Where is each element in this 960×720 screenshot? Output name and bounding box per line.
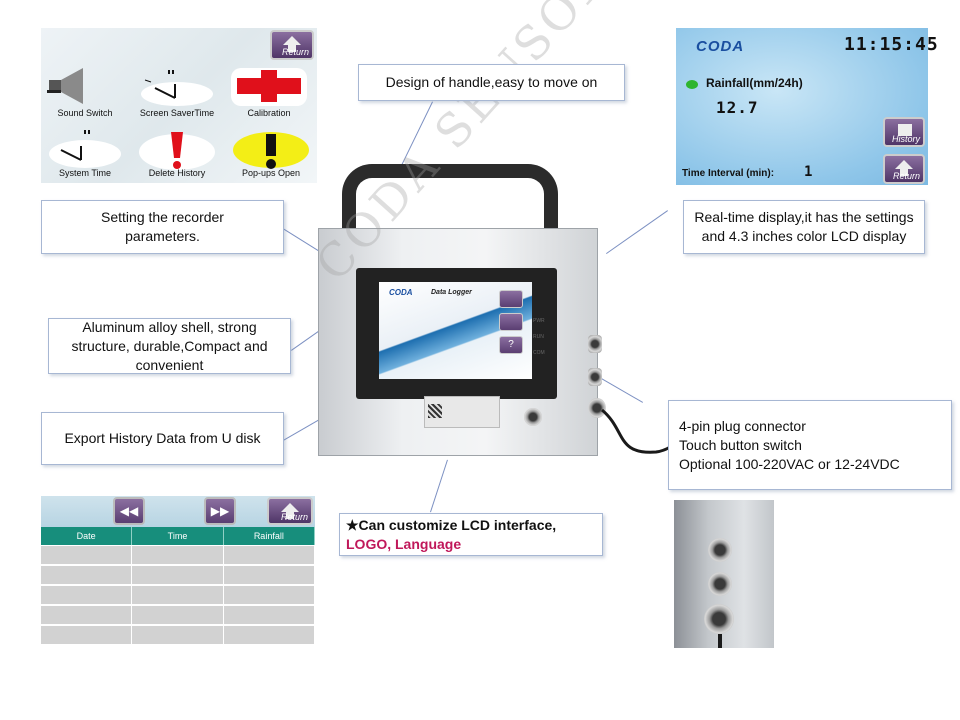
- lcd-home-button[interactable]: [499, 290, 523, 308]
- column-header-time: Time: [132, 527, 224, 545]
- lcd-title: Data Logger: [431, 289, 472, 296]
- history-table-screen: ◀◀ ▶▶ Return Date Time Rainfall: [41, 496, 315, 648]
- realtime-screen: CODA 11:15:45 Rainfall(mm/24h) 12.7 Hist…: [676, 28, 938, 185]
- device-handle: [342, 164, 558, 234]
- return-button[interactable]: Return: [883, 154, 925, 184]
- qr-code-icon: [428, 404, 442, 418]
- document-icon: [898, 124, 912, 136]
- up-arrow-icon: [281, 503, 299, 512]
- calibration-tile[interactable]: Calibration: [227, 66, 311, 118]
- clock-time: 11:15:45: [844, 34, 939, 55]
- interval-label: Time Interval (min):: [682, 168, 775, 179]
- touch-button-switch[interactable]: [524, 408, 542, 426]
- sound-switch-tile[interactable]: Sound Switch: [43, 66, 127, 118]
- indicator-pwr: PWR: [533, 318, 545, 324]
- connector-photo: [674, 500, 774, 648]
- exclamation-icon: [139, 132, 215, 170]
- exclamation-yellow-icon: [233, 132, 309, 169]
- leader-line-customize: [430, 459, 448, 513]
- lcd-help-button[interactable]: ?: [499, 336, 523, 354]
- callout-customize: ★Can customize LCD interface, LOGO, Lang…: [339, 513, 603, 556]
- system-time-tile[interactable]: System Time: [43, 126, 127, 178]
- side-connector-mid: [588, 368, 602, 386]
- clock-hands-icon: [49, 130, 121, 168]
- callout-settings: Setting the recorder parameters.: [41, 200, 284, 254]
- indicator-com: COM: [533, 350, 545, 356]
- table-row: [41, 606, 315, 625]
- info-plate: [424, 396, 500, 428]
- screen-saver-tile[interactable]: Screen SaverTime: [135, 66, 219, 118]
- leader-line-realtime: [605, 210, 668, 255]
- callout-connector: 4-pin plug connector Touch button switch…: [668, 400, 952, 490]
- interval-value: 1: [804, 164, 814, 180]
- side-connector-bottom: [588, 398, 606, 418]
- brand-logo: CODA: [696, 38, 745, 55]
- column-header-date: Date: [41, 527, 133, 545]
- rewind-icon: ◀◀: [119, 504, 139, 518]
- connector-middle: [708, 572, 732, 596]
- next-page-button[interactable]: ▶▶: [204, 497, 236, 525]
- fast-forward-icon: ▶▶: [210, 504, 230, 518]
- delete-history-tile[interactable]: Delete History: [135, 126, 219, 178]
- return-button[interactable]: Return: [270, 30, 314, 60]
- prev-page-button[interactable]: ◀◀: [113, 497, 145, 525]
- clock-hands-icon: [141, 70, 213, 106]
- column-header-rainfall: Rainfall: [224, 527, 315, 545]
- popups-tile[interactable]: Pop-ups Open: [229, 126, 313, 178]
- table-row: [41, 586, 315, 605]
- red-cross-icon: [231, 68, 307, 106]
- history-button[interactable]: History: [883, 117, 925, 147]
- connector-top: [708, 538, 732, 562]
- table-header: Date Time Rainfall: [41, 527, 315, 545]
- measure-value: 12.7: [716, 98, 759, 117]
- table-row: [41, 546, 315, 565]
- table-row: [41, 626, 315, 645]
- callout-handle: Design of handle,easy to move on: [358, 64, 625, 101]
- measure-label: Rainfall(mm/24h): [706, 76, 803, 90]
- leader-line-connector: [597, 376, 644, 403]
- side-connector-top: [588, 335, 602, 353]
- up-arrow-icon: [895, 160, 913, 169]
- lcd-search-button[interactable]: [499, 313, 523, 331]
- indicator-run: RUN: [533, 334, 544, 340]
- up-arrow-icon: [283, 36, 301, 45]
- status-led: [686, 80, 698, 89]
- photo-cable: [718, 634, 722, 648]
- settings-screen: Return Sound Switch Screen SaverTime Cal…: [41, 28, 317, 183]
- return-button[interactable]: Return: [267, 497, 313, 525]
- lcd-brand: CODA: [389, 288, 413, 297]
- leader-line-export: [283, 417, 323, 441]
- callout-export: Export History Data from U disk: [41, 412, 284, 465]
- connector-bottom: [704, 604, 734, 634]
- speaker-icon: [47, 68, 83, 104]
- callout-aluminum: Aluminum alloy shell, strong structure, …: [48, 318, 291, 374]
- callout-realtime: Real-time display,it has the settings an…: [683, 200, 925, 254]
- table-row: [41, 566, 315, 585]
